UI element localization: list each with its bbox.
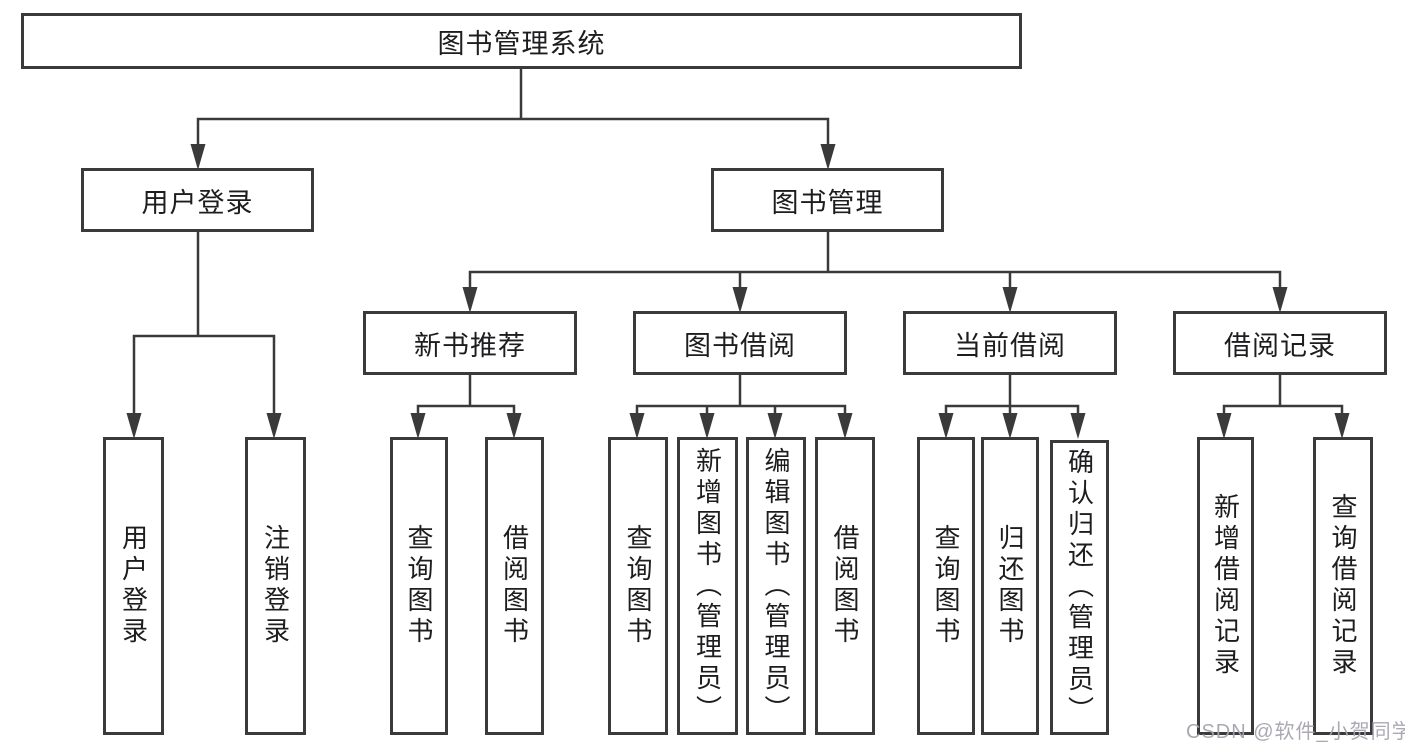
- arrow-down-icon: [1216, 413, 1232, 439]
- arrow-down-icon: [410, 413, 426, 439]
- leaf-query-borrow-record-label: 查询借阅记录: [1328, 493, 1358, 679]
- node-user-login-label: 用户登录: [141, 187, 254, 218]
- edge-bookborrow-to-children: [635, 375, 847, 416]
- leaf-return-books: 归还图书: [981, 437, 1039, 735]
- edge-newbookrec-to-children: [416, 375, 516, 416]
- arrow-down-icon: [699, 413, 715, 439]
- leaf-user-login-label: 用户登录: [118, 524, 149, 648]
- node-book-borrowing: 图书借阅: [633, 311, 847, 375]
- node-book-borrowing-label: 图书借阅: [684, 330, 796, 361]
- arrow-down-icon: [837, 413, 853, 439]
- edge-currentborrow-to-children: [944, 375, 1080, 416]
- node-user-login: 用户登录: [81, 168, 314, 232]
- arrow-down-icon: [1002, 287, 1018, 313]
- arrow-down-icon: [462, 287, 478, 313]
- node-current-borrowing: 当前借阅: [903, 311, 1117, 375]
- leaf-query-borrow-record: 查询借阅记录: [1313, 437, 1373, 735]
- arrow-down-icon: [126, 413, 142, 439]
- leaf-logout-label: 注销登录: [260, 524, 291, 648]
- leaf-query-books-recommend-label: 查询图书: [404, 524, 434, 648]
- leaf-add-books-admin: 新增图书（管理员）: [677, 437, 738, 735]
- arrow-down-icon: [732, 287, 748, 313]
- leaf-return-books-label: 归还图书: [995, 524, 1025, 648]
- arrow-down-icon: [767, 413, 783, 439]
- arrow-down-icon: [1070, 413, 1086, 439]
- node-library-system: 图书管理系统: [21, 13, 1022, 69]
- leaf-borrow-books-recommend-label: 借阅图书: [499, 524, 530, 648]
- leaf-query-books-current-label: 查询图书: [931, 524, 961, 648]
- connector-edges: [132, 69, 1344, 416]
- leaf-query-books-recommend: 查询图书: [390, 437, 448, 735]
- csdn-watermark: CSDN @软件_小贺同学: [1186, 721, 1405, 743]
- arrow-down-icon: [1272, 287, 1288, 313]
- leaf-query-books-borrowing: 查询图书: [608, 437, 668, 735]
- arrow-down-icon: [190, 144, 206, 170]
- arrowheads: [126, 144, 1350, 439]
- leaf-query-books-borrowing-label: 查询图书: [623, 524, 653, 648]
- node-new-book-recommend: 新书推荐: [363, 311, 577, 375]
- node-new-book-recommend-label: 新书推荐: [414, 330, 526, 361]
- leaf-edit-books-admin-label: 编辑图书（管理员）: [761, 446, 791, 726]
- edge-bookmgmt-to-level3: [468, 232, 1282, 290]
- node-book-management: 图书管理: [711, 168, 944, 232]
- arrow-down-icon: [1334, 413, 1350, 439]
- arrow-down-icon: [629, 413, 645, 439]
- leaf-confirm-return-admin-label: 确认归还（管理员）: [1064, 448, 1095, 727]
- leaf-user-login: 用户登录: [103, 437, 164, 735]
- leaf-borrow-books-borrowing: 借阅图书: [815, 437, 875, 735]
- edge-userlogin-to-children: [132, 232, 276, 416]
- arrow-down-icon: [506, 413, 522, 439]
- leaf-add-borrow-record: 新增借阅记录: [1197, 437, 1254, 735]
- arrow-down-icon: [1002, 413, 1018, 439]
- node-borrowing-records: 借阅记录: [1173, 311, 1387, 375]
- leaf-borrow-books-borrowing-label: 借阅图书: [830, 524, 860, 648]
- leaf-add-books-admin-label: 新增图书（管理员）: [692, 446, 723, 726]
- arrow-down-icon: [266, 413, 282, 439]
- node-book-management-label: 图书管理: [771, 187, 884, 218]
- edge-borrowrecords-to-children: [1222, 375, 1344, 416]
- edge-root-to-level2: [196, 69, 830, 147]
- node-borrowing-records-label: 借阅记录: [1224, 330, 1336, 361]
- leaf-borrow-books-recommend: 借阅图书: [485, 437, 544, 735]
- node-current-borrowing-label: 当前借阅: [954, 330, 1066, 361]
- leaf-add-borrow-record-label: 新增借阅记录: [1210, 493, 1241, 679]
- leaf-query-books-current: 查询图书: [917, 437, 975, 735]
- leaf-logout: 注销登录: [245, 437, 306, 735]
- arrow-down-icon: [938, 413, 954, 439]
- node-library-system-label: 图书管理系统: [437, 28, 606, 59]
- arrow-down-icon: [820, 144, 836, 170]
- leaf-confirm-return-admin: 确认归还（管理员）: [1050, 440, 1109, 735]
- leaf-edit-books-admin: 编辑图书（管理员）: [746, 437, 806, 735]
